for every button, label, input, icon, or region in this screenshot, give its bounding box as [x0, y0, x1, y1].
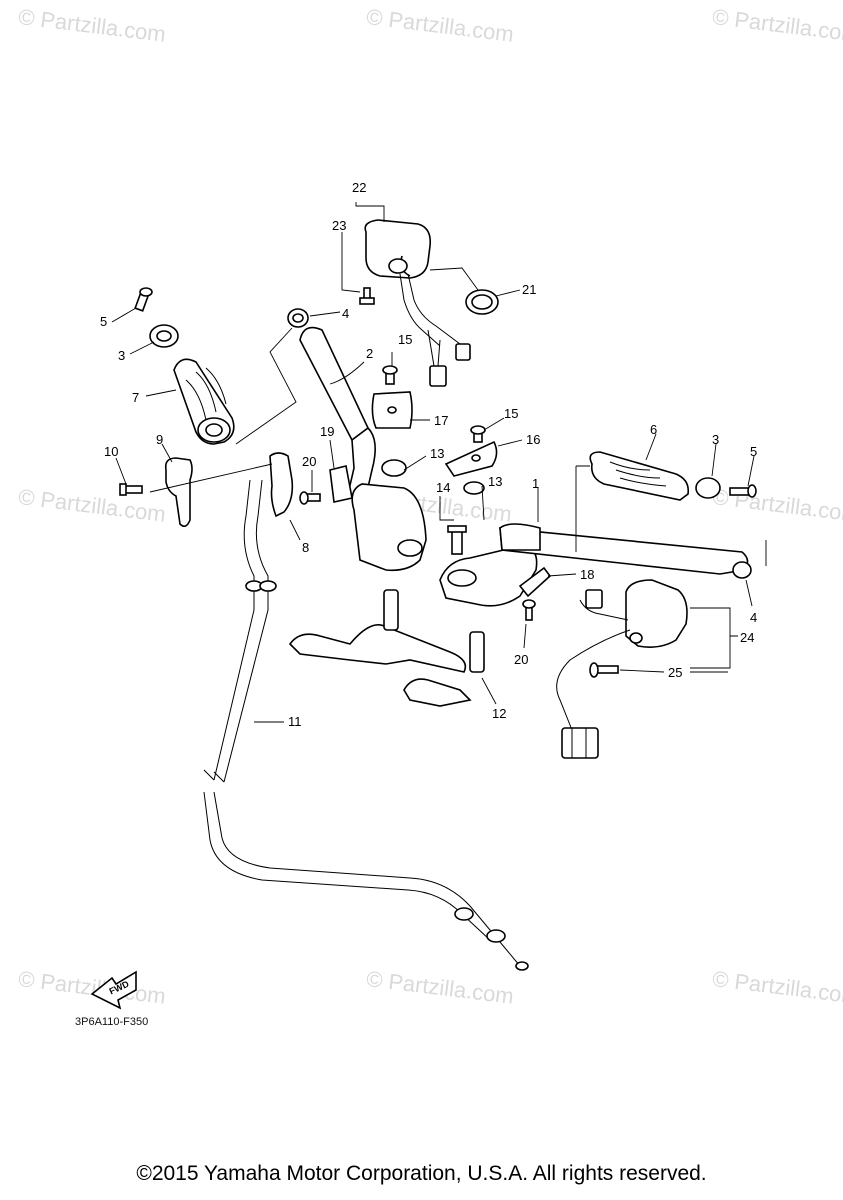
- leader-6: [645, 433, 657, 461]
- throttle-cable-part[interactable]: [203, 479, 529, 971]
- leader-14: [439, 496, 454, 521]
- callout-10: 10: [104, 444, 118, 459]
- callout-1: 1: [532, 476, 539, 491]
- throttle-housing-upper-part[interactable]: [164, 457, 193, 528]
- callout-15: 15: [398, 332, 412, 347]
- bar-end-weight-left-part[interactable]: [149, 324, 179, 348]
- screw-23-part[interactable]: [359, 287, 375, 305]
- callout-20: 20: [302, 454, 316, 469]
- bracket-22-lead: [355, 202, 385, 222]
- spacer-ring-21-part[interactable]: [465, 289, 499, 315]
- screw-15-right-part[interactable]: [470, 425, 486, 443]
- leader-19: [329, 439, 335, 469]
- callout-12: 12: [492, 706, 506, 721]
- leader-25: [619, 669, 728, 673]
- fwd-arrow-icon: FWD: [90, 970, 137, 1010]
- weight-4-right-part[interactable]: [732, 561, 752, 579]
- screw-20-left-part[interactable]: [299, 491, 321, 505]
- leader-12: [481, 677, 497, 705]
- leader-16: [497, 439, 523, 447]
- bracket-23-lead: [341, 232, 361, 293]
- leader-2: [329, 361, 365, 385]
- throttle-housing-lower-part[interactable]: [269, 452, 294, 518]
- leader-13-right: [481, 485, 485, 521]
- callout-4: 4: [750, 610, 757, 625]
- callout-5: 5: [750, 444, 757, 459]
- callout-21: 21: [522, 282, 536, 297]
- callout-4: 4: [342, 306, 349, 321]
- left-switch-part[interactable]: [556, 579, 688, 759]
- callout-16: 16: [526, 432, 540, 447]
- leader-3: [129, 341, 155, 355]
- callout-23: 23: [332, 218, 346, 233]
- leader-15-right: [483, 417, 505, 431]
- bar-end-weight-right-part[interactable]: [695, 477, 721, 499]
- copyright-notice: ©2015 Yamaha Motor Corporation, U.S.A. A…: [136, 1162, 707, 1185]
- upper-bracket-right-part[interactable]: [439, 481, 538, 607]
- leader-24: [690, 607, 738, 669]
- callout-8: 8: [302, 540, 309, 555]
- screw-15-left-part[interactable]: [382, 365, 398, 385]
- bracket-19-part[interactable]: [329, 465, 353, 503]
- upper-bracket-left-part[interactable]: [351, 459, 427, 572]
- grip-mount-lead: [235, 327, 297, 445]
- callout-25: 25: [668, 665, 682, 680]
- plate-16-part[interactable]: [444, 440, 498, 477]
- leader-7: [145, 389, 177, 397]
- leader-3-right: [711, 443, 717, 477]
- callout-22: 22: [352, 180, 366, 195]
- callout-9: 9: [156, 432, 163, 447]
- callout-6: 6: [650, 422, 657, 437]
- leader-10: [115, 457, 127, 485]
- screw-20-right-part[interactable]: [522, 599, 536, 621]
- leader-4-right: [745, 579, 753, 607]
- spacer-lead: [429, 267, 479, 291]
- callout-11: 11: [288, 714, 302, 729]
- callout-13: 13: [488, 474, 502, 489]
- right-grip-part[interactable]: [589, 451, 690, 501]
- holder-bolt-lead: [149, 463, 273, 493]
- right-switch-housing-part[interactable]: [364, 219, 471, 387]
- screw-25-part[interactable]: [589, 662, 619, 678]
- callout-13: 13: [430, 446, 444, 461]
- leader-21: [495, 289, 521, 297]
- right-handlebar-part[interactable]: [499, 523, 749, 575]
- callout-24: 24: [740, 630, 754, 645]
- bar-end-bolt-right-part[interactable]: [729, 484, 757, 498]
- weight-4-left-part[interactable]: [287, 308, 309, 328]
- left-handlebar-part[interactable]: [299, 326, 376, 497]
- leader-18: [547, 573, 577, 577]
- right-grip-mount-lead: [575, 465, 590, 552]
- callout-18: 18: [580, 567, 594, 582]
- leader-8: [289, 519, 301, 541]
- leader-5: [111, 307, 137, 323]
- callout-2: 2: [366, 346, 373, 361]
- leader-20-right: [523, 623, 527, 649]
- leader-4: [309, 311, 341, 317]
- callout-7: 7: [132, 390, 139, 405]
- leader-5-right: [747, 455, 755, 487]
- callout-14: 14: [436, 480, 450, 495]
- lower-bracket-part[interactable]: [288, 589, 485, 707]
- screw-14-part[interactable]: [447, 525, 467, 555]
- callout-19: 19: [320, 424, 334, 439]
- diagram-code: 3P6A110-F350: [75, 1016, 149, 1028]
- screw-10-part[interactable]: [119, 483, 143, 496]
- callout-15: 15: [504, 406, 518, 421]
- leader-9: [161, 443, 173, 463]
- callout-17: 17: [434, 413, 448, 428]
- callout-3: 3: [712, 432, 719, 447]
- left-grip-part[interactable]: [173, 358, 235, 445]
- bar-end-bolt-left-part[interactable]: [134, 287, 153, 312]
- callout-5: 5: [100, 314, 107, 329]
- plate-17-part[interactable]: [371, 391, 413, 429]
- callout-3: 3: [118, 348, 125, 363]
- leader-13-left: [403, 455, 427, 471]
- callout-20: 20: [514, 652, 528, 667]
